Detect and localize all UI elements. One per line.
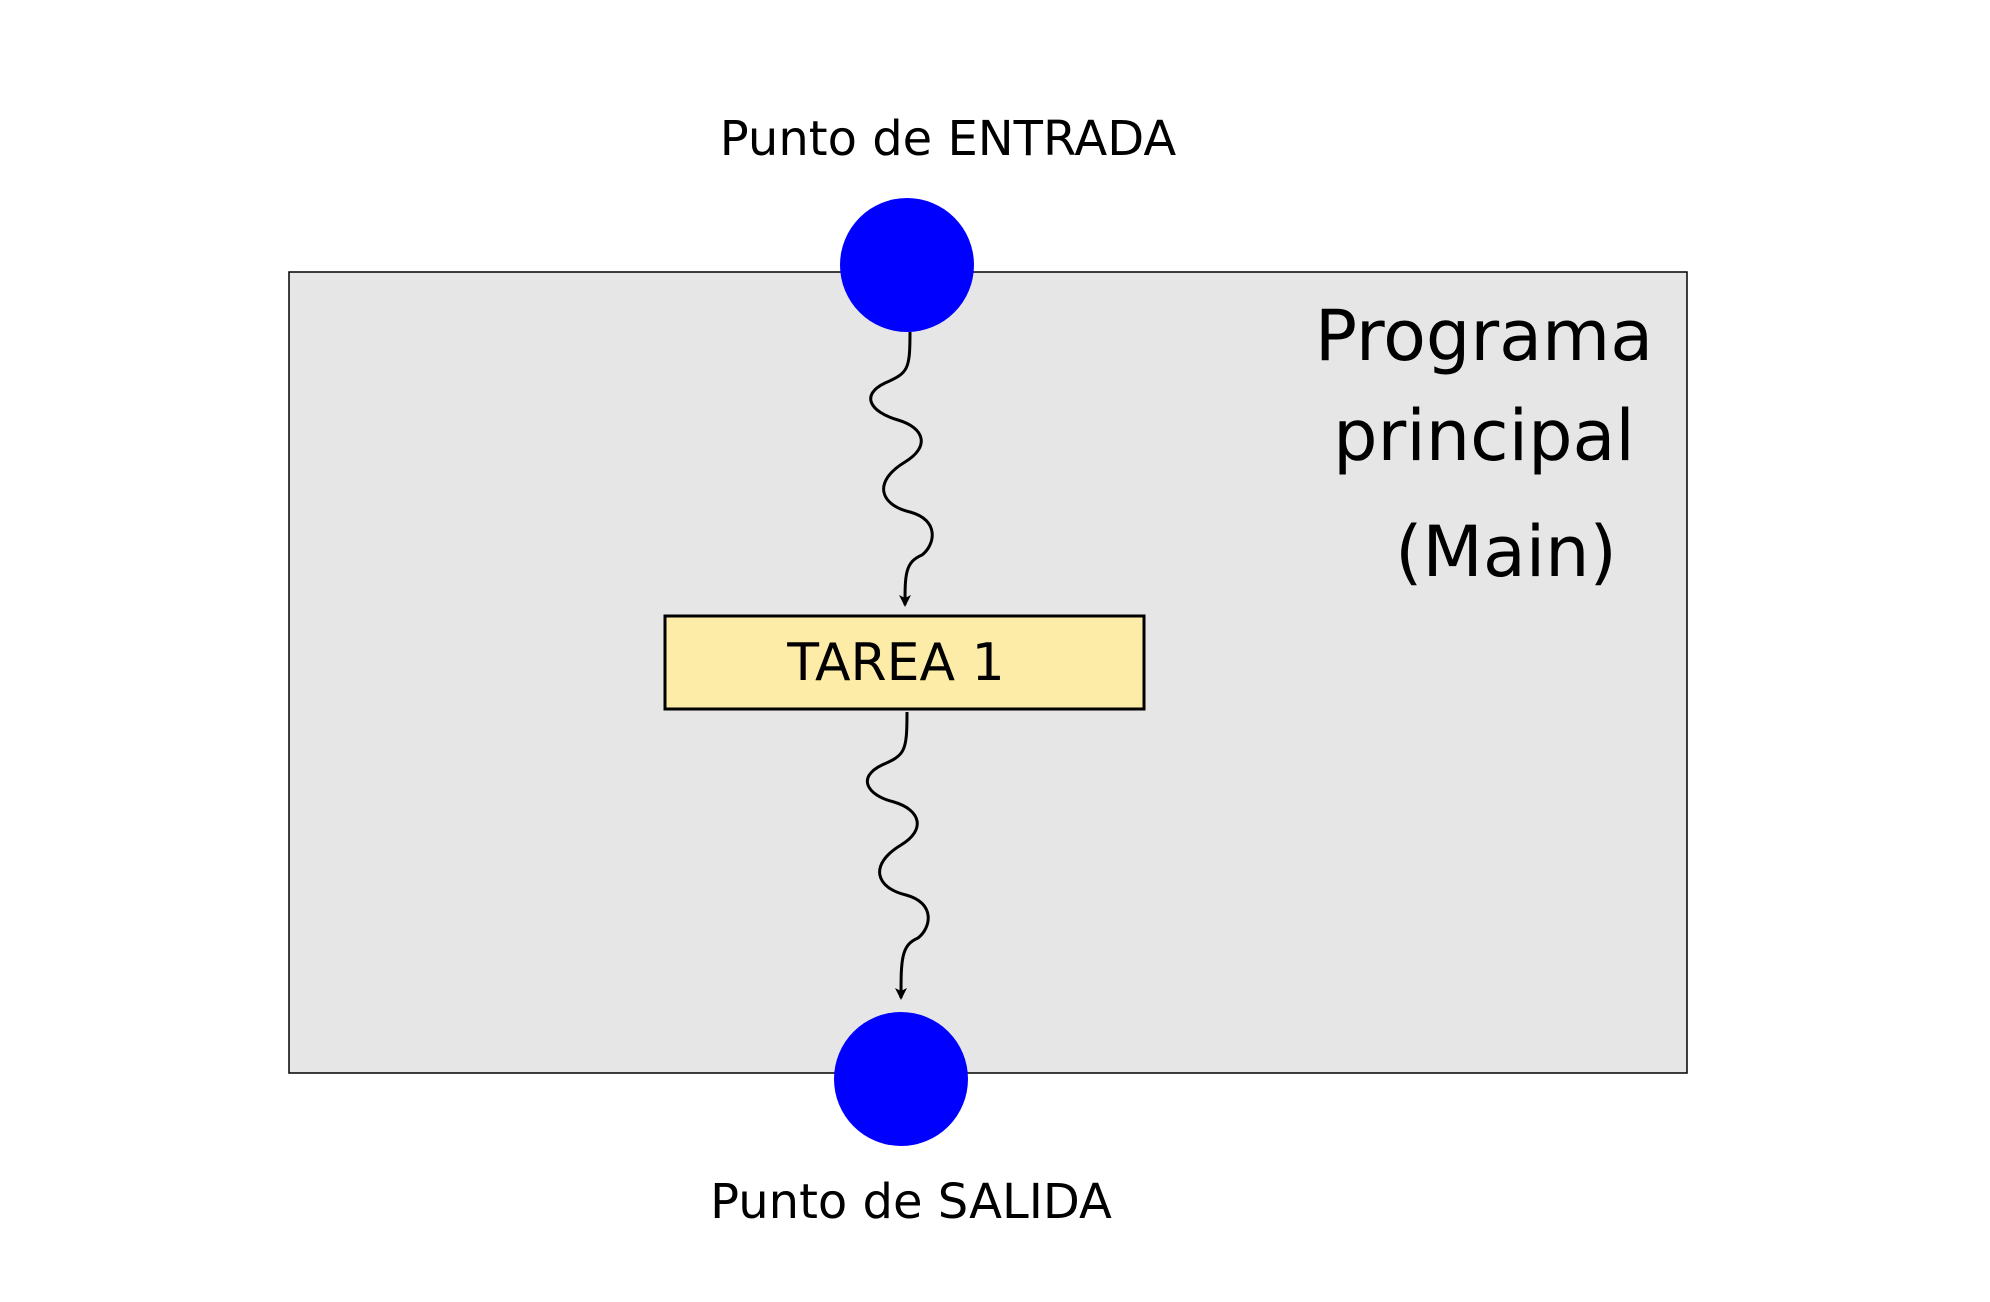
exit-label: Punto de SALIDA	[710, 1174, 1112, 1230]
entry-node	[840, 198, 974, 332]
program-title-line-1: Programa	[1315, 295, 1653, 377]
exit-node	[834, 1012, 968, 1146]
task-label: TAREA 1	[786, 633, 1004, 693]
entry-label: Punto de ENTRADA	[720, 111, 1177, 167]
flow-arrow-entry-to-task	[869, 331, 934, 607]
program-title-line-3: (Main)	[1395, 511, 1617, 593]
task-box	[663, 614, 1146, 711]
program-title-line-2: principal	[1333, 395, 1635, 477]
flow-arrow-task-to-exit	[866, 711, 930, 1000]
